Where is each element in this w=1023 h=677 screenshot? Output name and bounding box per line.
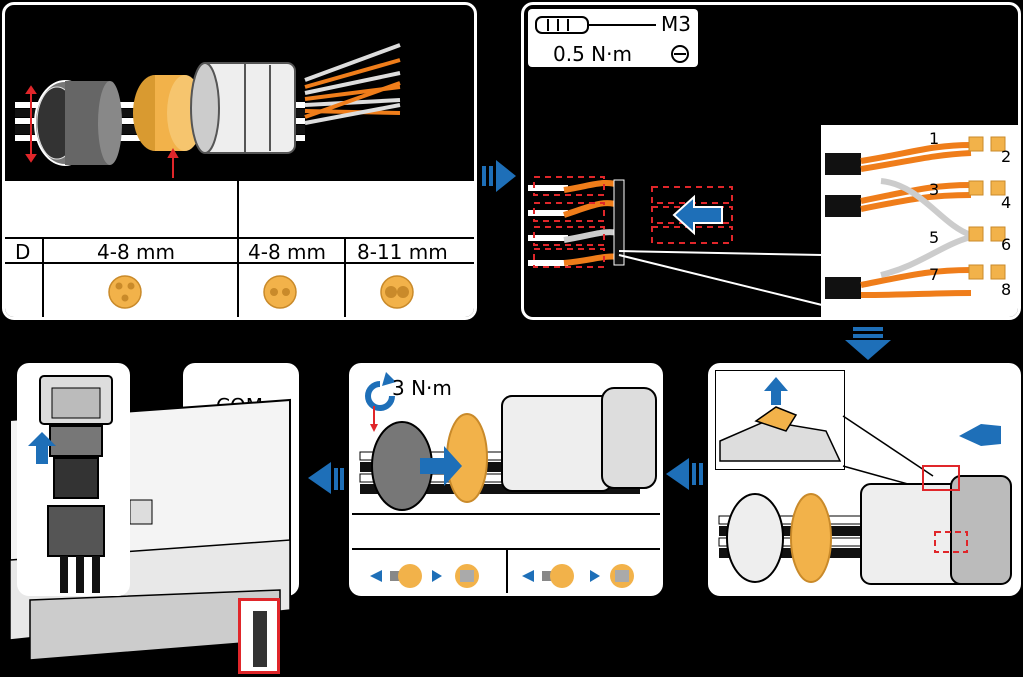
wires-to-terminals [528, 179, 625, 266]
screwdriver-icon [535, 16, 689, 63]
table-grid [5, 180, 474, 317]
arrow-left-icon [140, 462, 179, 494]
pin-label: 8 [1001, 280, 1012, 299]
tool-spec-box: M3 0.5 N·m [528, 9, 698, 67]
arrow-left-icon [308, 462, 344, 494]
tool-size-label: M3 [661, 12, 691, 36]
pin-label: 6 [1001, 235, 1012, 254]
column-b-range: 4-8 mm [248, 240, 326, 264]
step-panel-lock-terminal [708, 363, 1021, 596]
step-panel-com-port: COM [183, 363, 299, 596]
torque-label: 0.5 N·m [553, 42, 632, 66]
torque-label: 3 N·m [392, 376, 452, 400]
wire-crimp-illustration [528, 176, 823, 306]
pin-label: 4 [1001, 193, 1012, 212]
arrow-down-icon [222, 548, 262, 578]
pin-label: 1 [929, 129, 940, 148]
rubber-seal [790, 493, 832, 583]
column-a-range: 4-8 mm [97, 240, 175, 264]
cable-gland-illustration [15, 43, 401, 178]
push-arrow-icon [959, 424, 1001, 446]
seal-insert-step-icon [370, 564, 479, 588]
connector-body [501, 395, 613, 492]
port-closeup [253, 611, 267, 667]
com-port-illustration [209, 425, 275, 578]
pin-wiring-diagram [825, 136, 1006, 299]
seal-insert-step-icon [522, 564, 634, 588]
pin-detail-inset: 1 2 3 4 5 6 7 8 [821, 125, 1018, 317]
three-hole-seal-icon [108, 275, 142, 309]
step-panel-crimp-wires: M3 0.5 N·m [521, 2, 1021, 320]
pin-label: 5 [929, 228, 940, 247]
arrow-up-icon [764, 377, 788, 405]
latch-detail-inset [715, 370, 845, 470]
rotate-icon [365, 372, 396, 411]
arrow-right-icon [482, 160, 516, 192]
push-arrow-icon [420, 446, 462, 486]
connector-assembly-illustration [718, 415, 1012, 585]
pin-label: 7 [929, 265, 940, 284]
column-d-label: D [15, 240, 31, 264]
arrow-left-icon [666, 458, 703, 490]
step-panel-tighten-nut: 3 N·m [349, 363, 663, 596]
connector-body [190, 62, 296, 154]
latch-marker [922, 465, 960, 491]
two-hole-seal-small-icon [263, 275, 297, 309]
column-c-range: 8-11 mm [357, 240, 448, 264]
push-arrow-icon [672, 194, 723, 236]
pin-label: 2 [1001, 147, 1012, 166]
two-hole-seal-large-icon [380, 275, 414, 309]
step-panel-plug-in [17, 363, 130, 596]
com-port-marker [238, 598, 280, 674]
plug-connector-illustration [28, 375, 113, 593]
arrow-down-icon [845, 327, 891, 360]
arrow-up-icon [28, 432, 56, 464]
seal-selection-table: D 4-8 mm 4-8 mm 8-11 mm [5, 180, 474, 317]
tighten-illustration [352, 372, 660, 593]
pin-label: 3 [929, 180, 940, 199]
seal-icons [108, 275, 414, 309]
gland-nut [726, 493, 784, 583]
gland-nut [34, 80, 122, 166]
com-cap [219, 485, 265, 537]
step-panel-insert-cables: D 4-8 mm 4-8 mm 8-11 mm [2, 2, 477, 320]
diameter-marker [25, 85, 179, 178]
fanned-wires [304, 43, 401, 125]
latch-illustration [719, 377, 842, 462]
